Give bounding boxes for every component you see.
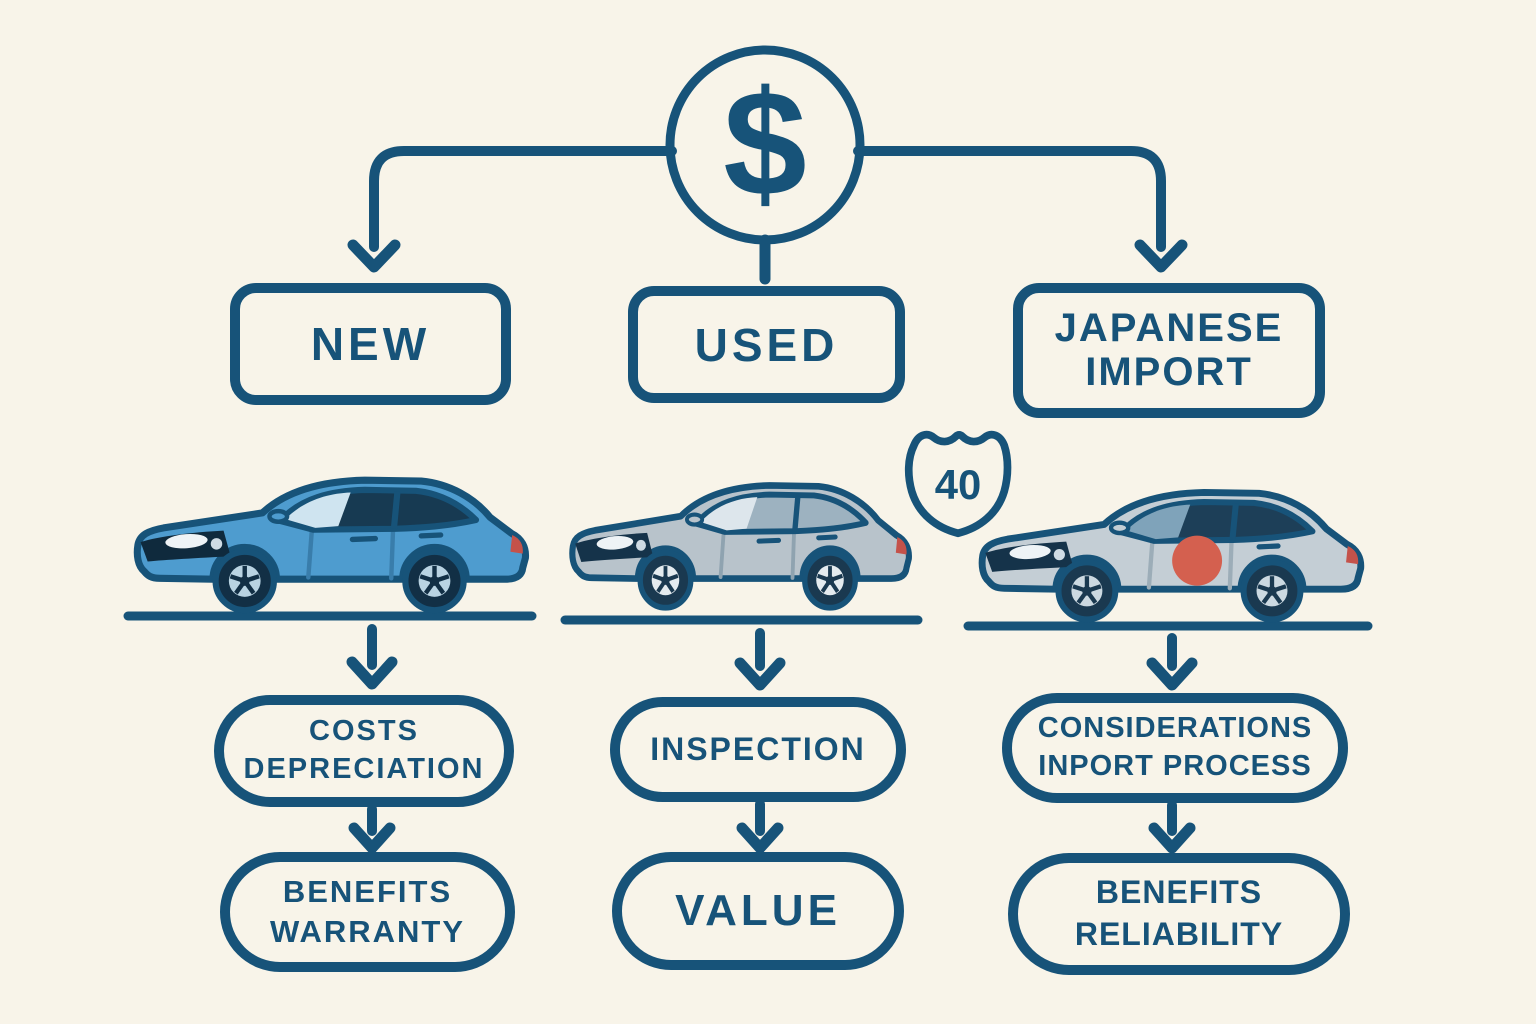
outcome-line: BENEFITS (282, 873, 453, 909)
outcome-value: VALUE (612, 852, 904, 970)
option-box-new: NEW (230, 283, 511, 405)
outcome-benefits-warranty: BENEFITS WARRANTY (220, 852, 515, 972)
used-car-illustration (566, 458, 918, 616)
outcome-line: INPORT PROCESS (1038, 750, 1312, 782)
branch-line-import (853, 146, 1188, 273)
new-car-illustration (130, 451, 536, 619)
option-label-new: NEW (310, 318, 431, 370)
branch-line-new (347, 146, 677, 273)
shield-number: 40 (935, 461, 982, 508)
arrow-new-car-to-costs (346, 624, 398, 690)
outcome-inspection: INSPECTION (610, 697, 906, 802)
arrow-inspection-to-value (736, 799, 784, 854)
dollar-sign: $ (723, 58, 807, 227)
outcome-line: DEPRECIATION (243, 753, 485, 785)
option-box-used: USED (628, 286, 905, 403)
shield-outline (904, 430, 1012, 538)
option-label-used: USED (694, 318, 839, 371)
arrow-considerations-to-reliability (1148, 800, 1196, 854)
outcome-line: RELIABILITY (1074, 916, 1284, 952)
option-box-japanese-import: JAPANESE IMPORT (1013, 283, 1325, 418)
outcome-considerations-import-process: CONSIDERATIONS INPORT PROCESS (1002, 693, 1348, 803)
arrow-used-car-to-inspection (734, 628, 786, 691)
arrow-costs-to-warranty (348, 804, 396, 854)
outcome-line: WARRANTY (269, 914, 466, 949)
japanese-import-car-illustration (975, 464, 1371, 628)
outcome-line: VALUE (675, 886, 841, 935)
outcome-benefits-reliability: BENEFITS RELIABILITY (1008, 853, 1350, 975)
money-root-node: $ (665, 43, 865, 243)
outcome-line: COSTS (309, 715, 419, 748)
option-label-import-line2: IMPORT (1085, 349, 1253, 394)
outcome-line: BENEFITS (1095, 874, 1263, 911)
option-label-import-line1: JAPANESE (1054, 306, 1284, 351)
outcome-line: CONSIDERATIONS (1037, 712, 1313, 745)
arrow-import-car-to-considerations (1146, 633, 1198, 691)
outcome-costs-depreciation: COSTS DEPRECIATION (214, 695, 514, 807)
outcome-line: INSPECTION (650, 731, 866, 767)
route-40-shield: 40 (904, 430, 1012, 538)
